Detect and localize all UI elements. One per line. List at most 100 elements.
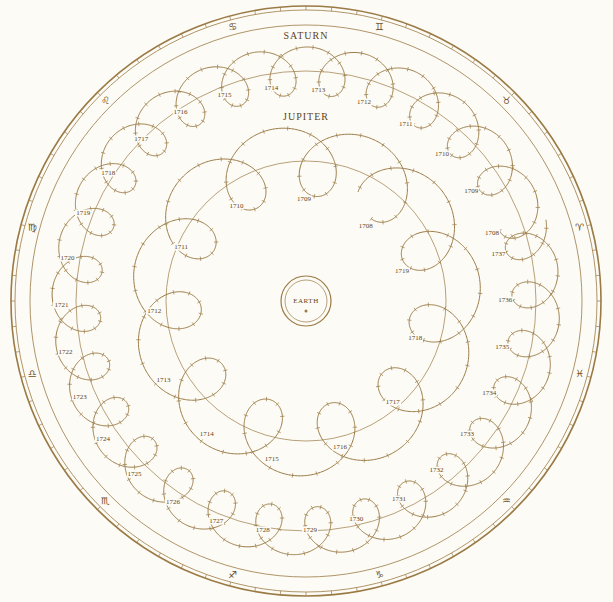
month-tick [415,380,419,382]
earth-ring [281,276,331,326]
month-tick [314,194,316,198]
month-tick [485,168,487,172]
month-tick [141,363,145,365]
month-tick [205,356,207,360]
month-tick [391,83,395,85]
month-tick [228,161,232,163]
month-tick [424,268,426,272]
loop-curve [134,128,481,476]
year-label: 1731 [391,495,407,502]
month-tick [411,234,413,238]
year-label: 1723 [72,394,88,401]
month-tick [407,67,408,71]
month-tick [407,319,411,321]
year-label: 1715 [264,455,280,462]
year-label: 1724 [95,435,111,442]
month-tick [212,393,214,397]
month-tick [541,242,545,244]
degree-tick [587,225,591,226]
month-tick [473,114,477,116]
month-tick [166,201,170,202]
month-tick [524,176,527,179]
month-tick [254,207,255,211]
node-label: EARTH [293,298,318,305]
month-tick [126,405,130,406]
month-tick [421,399,425,400]
month-tick [59,321,63,323]
month-tick [501,442,505,444]
month-tick [504,401,506,405]
month-tick [440,475,443,478]
month-tick [376,386,380,387]
year-label: 1729 [302,526,318,533]
month-tick [469,124,470,128]
year-label: 1714 [199,431,215,438]
degree-tick [529,111,532,114]
month-tick [198,101,201,104]
month-tick [508,179,512,181]
month-tick [459,156,460,160]
year-label: 1717 [133,135,149,142]
month-tick [124,190,125,194]
month-tick [74,194,78,195]
zodiac-sign: ♓ [574,369,585,379]
month-tick [155,445,159,447]
month-tick [277,431,281,433]
month-tick [255,513,259,515]
month-tick [336,133,338,137]
month-tick [188,469,191,472]
degree-tick [381,582,382,586]
month-tick [302,188,305,191]
month-tick [498,135,501,138]
month-tick [328,94,330,98]
degree-tick [64,132,67,134]
month-tick [262,504,264,508]
month-tick [382,220,383,224]
month-tick [263,130,264,134]
month-tick [178,179,181,182]
month-tick [401,246,405,248]
month-tick [390,96,394,98]
month-tick [163,150,167,153]
month-tick [276,403,279,406]
month-tick [418,409,420,413]
degree-tick [29,401,33,402]
month-tick [489,419,491,423]
month-tick [280,517,284,518]
month-tick [189,488,193,490]
month-tick [530,305,532,309]
zodiac-sign: ♎ [27,369,38,379]
month-tick [464,247,467,250]
month-tick [134,181,138,182]
degree-tick [493,75,496,78]
month-tick [465,365,469,367]
degree-tick [473,539,475,542]
degree-tick [159,553,161,556]
month-tick [456,128,458,132]
month-tick [221,157,222,161]
zodiac-ring [30,25,582,577]
month-tick [336,93,338,97]
month-tick [92,351,94,355]
month-tick [222,73,226,75]
month-tick [421,514,425,516]
month-tick [271,66,275,68]
month-tick [370,217,373,220]
month-tick [413,527,416,530]
month-tick [406,440,409,443]
month-tick [57,239,61,241]
month-tick [304,551,305,555]
month-tick [364,94,368,95]
month-tick [397,486,401,488]
month-tick [144,103,147,106]
month-tick [230,493,233,496]
month-tick [244,415,248,416]
month-tick [352,548,353,552]
month-tick [405,182,409,184]
degree-tick [280,7,281,11]
month-tick [317,545,320,548]
month-tick [152,124,154,128]
month-tick [215,492,218,496]
month-tick [482,191,484,195]
degree-tick [254,10,256,14]
